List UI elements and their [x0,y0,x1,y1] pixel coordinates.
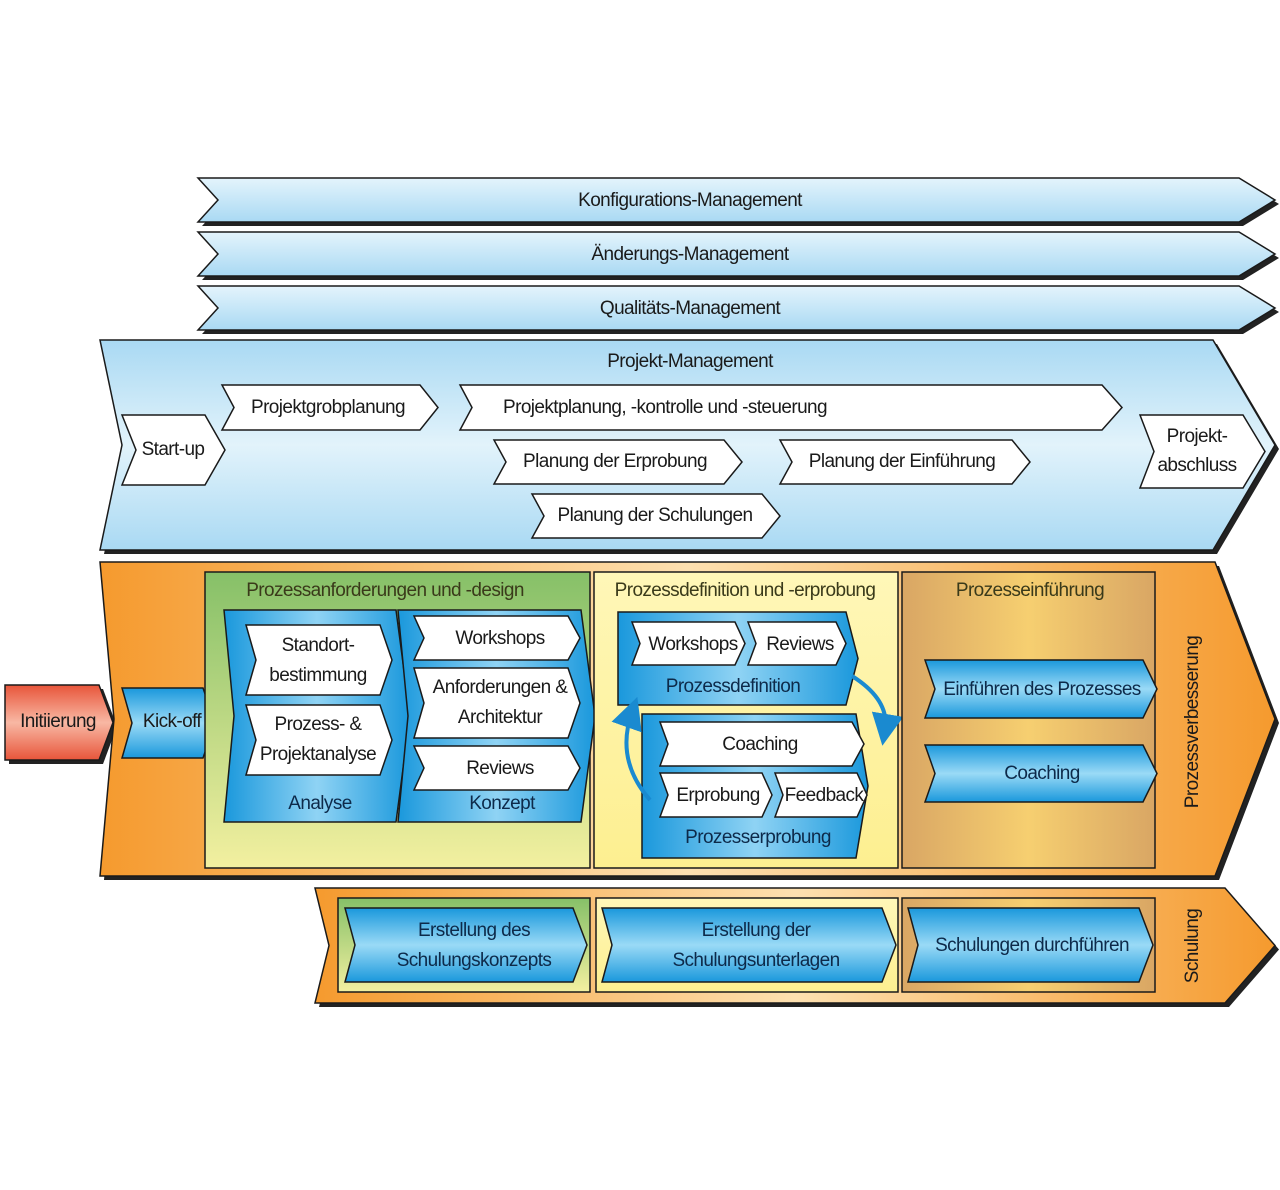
band-label: Konfigurations-Management [578,190,803,211]
einfuehren-step [923,659,1158,719]
planung-einfuehrung-label: Planung der Einführung [809,451,995,472]
band-qualitaets-management: Qualitäts-Management [196,285,1279,334]
planung-erprobung-step [492,439,743,485]
grobplanung-step [220,384,439,431]
projektabschluss-step [1138,414,1266,489]
item-label: Schulungsunterlagen [672,950,839,971]
item-label: Standort- [282,635,355,656]
schulungskonzept-step [344,907,588,983]
item-label: Erprobung [676,785,759,806]
analyse-label: Analyse [288,793,351,814]
initiierung-step: Initiierung [4,684,117,764]
planung-schulungen-step [530,493,781,539]
einfuehrung-title: Prozesseinführung [956,580,1104,601]
projektplanung-label: Projektplanung, -kontrolle und -steuerun… [503,397,827,418]
reviews-step [412,745,581,791]
shape [196,231,1277,277]
kickoff-label: Kick-off [143,711,203,732]
item-label: Coaching [722,734,798,755]
item-label: Workshops [648,634,737,655]
anforderungen-step [413,667,581,739]
projektabschluss-label: Projekt- [1167,426,1228,447]
einfuehrung-panel [901,571,1156,869]
planung-schulungen-label: Planung der Schulungen [558,505,753,526]
planung-einfuehrung-step [778,439,1031,485]
grobplanung-label: Projektgrobplanung [251,397,405,418]
coaching-step [923,744,1158,803]
startup-label: Start-up [142,439,205,460]
item-label: Feedback [785,785,865,806]
schulungen-durchfuehren-step [907,907,1154,983]
item-label: Architektur [458,707,543,728]
konzept-label: Konzept [469,793,536,814]
item-label: Schulungen durchführen [935,935,1129,956]
item-label: Coaching [1004,763,1080,784]
item-label: Projektanalyse [260,744,376,765]
item-label: Workshops [455,628,544,649]
cycle-arrow-up [611,696,652,802]
coaching-step [658,721,865,767]
feedback-step [773,772,868,818]
design-title: Prozessanforderungen und -design [246,580,524,601]
projekt-management-title: Projekt-Management [607,351,774,372]
item-label: Schulungskonzepts [397,950,552,971]
schulung-phase: Schulung Erstellung des Schulungskonzept… [314,887,1279,1007]
startup-step [120,414,226,486]
erprobung-step [658,772,773,818]
band-label: Änderungs-Management [591,244,789,265]
item-label: Reviews [466,758,534,779]
definition-title: Prozessdefinition und -erprobung [615,580,876,601]
prozesserprobung-label: Prozesserprobung [685,827,831,848]
schulung-label: Schulung [1182,909,1203,983]
projektanalyse-step [245,704,393,776]
standortbestimmung-step [245,624,393,696]
item-label: Prozess- & [275,714,363,735]
item-label: Einführen des Prozesses [943,679,1141,700]
projekt-management: Projekt-Management Start-up Projektgrobp… [99,339,1279,554]
band-konfigurations-management: Konfigurations-Management [196,177,1279,226]
planung-erprobung-label: Planung der Erprobung [523,451,707,472]
prozessverbesserung-phase: Prozessverbesserung Kick-off Prozessanfo… [99,561,1279,880]
cycle-arrow-down [850,674,904,746]
item-label: Erstellung der [702,920,812,941]
item-label: Erstellung des [418,920,530,941]
workshops-step [630,621,746,666]
shape [196,285,1277,331]
band-aenderungs-management: Änderungs-Management [196,231,1279,280]
shape [196,177,1277,223]
kickoff-step [121,687,216,759]
prozessdefinition-label: Prozessdefinition [666,676,801,697]
projektabschluss-label: abschluss [1157,455,1236,476]
prozessverbesserung-label: Prozessverbesserung [1182,636,1203,808]
band-label: Qualitäts-Management [600,298,782,319]
item-label: Anforderungen & [433,677,569,698]
item-label: bestimmung [269,665,367,686]
reviews-step [746,621,847,666]
shape [4,684,114,761]
initiierung-label: Initiierung [20,711,96,732]
item-label: Reviews [766,634,834,655]
projektplanung-step [458,384,1124,431]
workshops-step [412,615,581,661]
schulungsunterlagen-step [601,907,897,983]
